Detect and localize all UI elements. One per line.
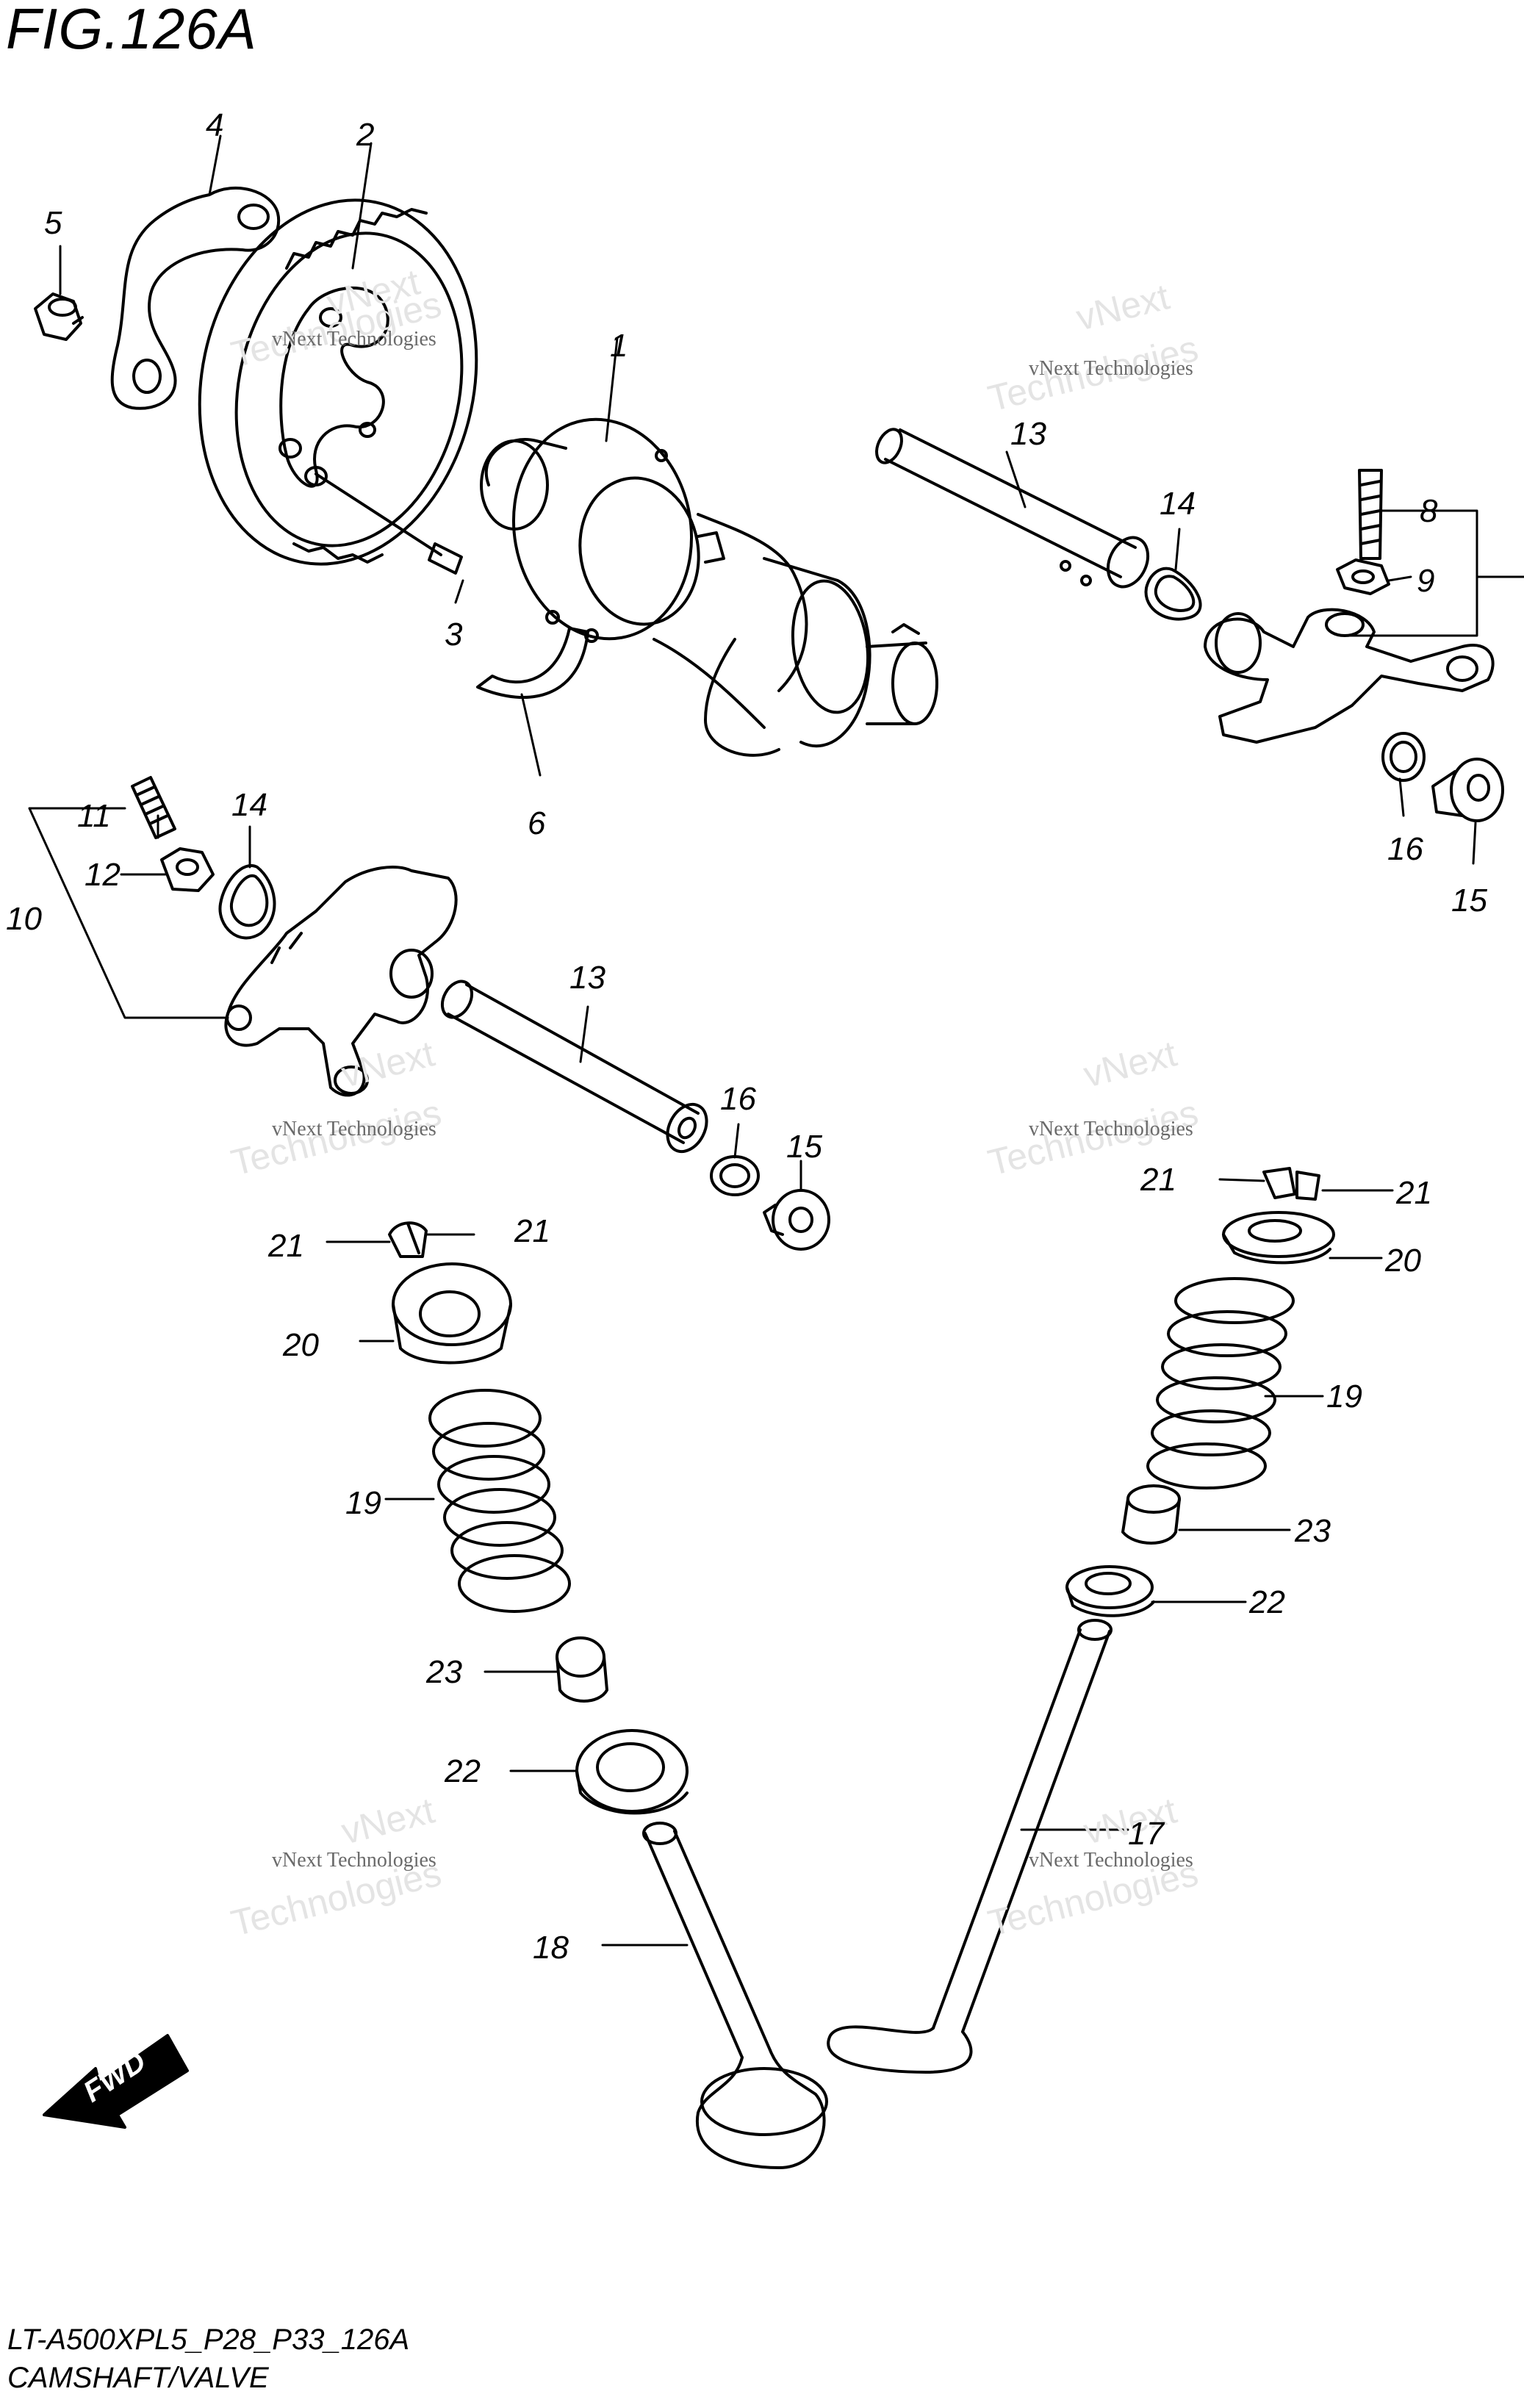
part-23-left-seal [556, 1636, 608, 1703]
part-20-left-retainer [392, 1262, 512, 1365]
part-2-sprocket [198, 198, 478, 566]
callout-labels: 1 2 3 4 5 6 8 9 10 11 12 13 13 14 14 15 … [6, 107, 1487, 1966]
part-18-valve [642, 1822, 828, 2169]
callout-22-left: 22 [444, 1753, 481, 1789]
watermark-small: vNext Technologies [272, 1849, 436, 1872]
callout-23-right: 23 [1294, 1513, 1331, 1549]
part-13-lower-shaft [440, 980, 708, 1154]
part-9-upper-nut [1336, 558, 1390, 595]
callout-23-left: 23 [425, 1654, 462, 1690]
part-4-plate [110, 186, 281, 410]
callout-3: 3 [445, 617, 463, 653]
figure-name: CAMSHAFT/VALVE [7, 2362, 269, 2394]
callout-4: 4 [206, 107, 223, 143]
watermark-small: vNext Technologies [272, 328, 436, 351]
watermark-small: vNext Technologies [1029, 357, 1193, 380]
callout-14-lower: 14 [231, 787, 267, 823]
part-23-right-seal [1121, 1484, 1181, 1545]
callout-14-upper: 14 [1160, 486, 1196, 522]
callout-13-lower: 13 [569, 960, 605, 996]
part-6-cap [476, 627, 589, 700]
part-22-left-seat [575, 1729, 689, 1815]
callout-18: 18 [533, 1930, 569, 1966]
part-11-lower-screw [131, 776, 176, 839]
callout-15-upper: 15 [1451, 883, 1487, 919]
part-21-right-cotters [1262, 1167, 1320, 1201]
callout-21-right-a: 21 [1140, 1162, 1176, 1198]
part-3-pin [314, 472, 463, 575]
watermark-large: vNext [1072, 276, 1173, 338]
part-10-rocker-arm [224, 866, 458, 1097]
part-7-rocker-arm [1204, 608, 1495, 744]
watermark-large: vNext [337, 1789, 439, 1852]
part-14-lower-oring [218, 864, 276, 940]
callout-11: 11 [77, 798, 111, 834]
callout-1: 1 [610, 328, 628, 364]
callout-22-right: 22 [1248, 1584, 1285, 1620]
part-17-valve [827, 1619, 1113, 2074]
callout-5: 5 [44, 205, 62, 241]
watermark-large: vNext [1079, 1032, 1181, 1095]
callout-2: 2 [356, 117, 374, 153]
callout-16-upper: 16 [1387, 831, 1423, 867]
callout-21-right-b: 21 [1395, 1175, 1432, 1211]
part-15-lower-plug [763, 1189, 830, 1251]
callout-13-upper: 13 [1010, 416, 1046, 452]
part-14-upper-oring [1144, 567, 1202, 621]
callout-21-left-a: 21 [267, 1228, 304, 1264]
part-1-camshaft [480, 417, 938, 757]
callout-19-left: 19 [345, 1485, 381, 1521]
callout-19-right: 19 [1326, 1379, 1362, 1415]
watermark-small: vNext Technologies [272, 1118, 436, 1140]
figure-title: FIG.126A [6, 0, 257, 61]
part-16-upper-washer [1381, 732, 1426, 782]
watermark-small: vNext Technologies [1029, 1118, 1193, 1140]
part-5-bolt [34, 292, 84, 341]
part-15-upper-plug [1431, 758, 1504, 822]
callout-8: 8 [1420, 493, 1438, 529]
callout-15-lower: 15 [786, 1129, 822, 1165]
callout-17: 17 [1128, 1816, 1165, 1852]
part-21-left-cotters [388, 1221, 428, 1258]
figure-code: LT-A500XPL5_P28_P33_126A [7, 2323, 410, 2356]
callout-10: 10 [6, 901, 42, 937]
part-19-left-spring [428, 1389, 571, 1613]
callout-21-left-b: 21 [514, 1213, 550, 1249]
callout-16-lower: 16 [720, 1081, 756, 1117]
part-19-right-spring [1146, 1277, 1295, 1489]
part-16-lower-washer [710, 1155, 760, 1196]
leader-lines [59, 134, 1477, 1947]
part-13-upper-shaft [875, 428, 1150, 589]
part-8-upper-screw [1358, 469, 1383, 560]
part-22-right-seat [1065, 1565, 1155, 1617]
callout-6: 6 [528, 805, 546, 841]
callout-9: 9 [1417, 563, 1434, 599]
callout-12: 12 [85, 857, 121, 893]
watermark-small: vNext Technologies [1029, 1849, 1193, 1872]
part-12-lower-nut [160, 847, 215, 892]
fwd-arrow [43, 2034, 189, 2129]
callout-20-right: 20 [1384, 1243, 1421, 1279]
part-20-right-retainer [1222, 1211, 1335, 1265]
callout-20-left: 20 [282, 1327, 319, 1363]
